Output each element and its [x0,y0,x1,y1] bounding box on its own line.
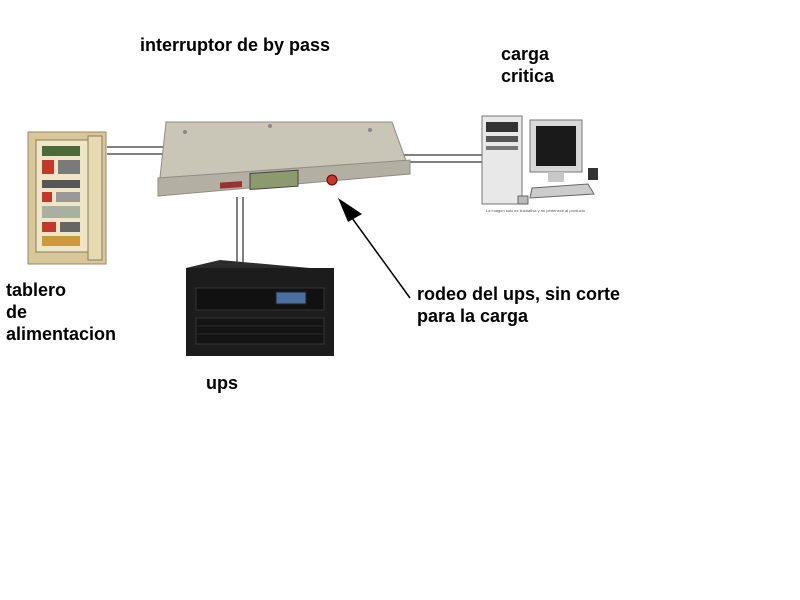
power-panel-line-2: de [6,302,28,322]
connection-panel-to-switch [107,146,166,155]
critical-load-line-1: carga [501,44,550,64]
arrow-icon [338,198,411,299]
bypass-note-line-1: rodeo del ups, sin corte [417,284,621,304]
power-panel-line-3: alimentacion [6,324,117,344]
bypass-switch-label-text: interruptor de by pass [140,35,331,55]
power-panel-label: tablero de alimentacion [6,279,116,345]
bypass-note-line-2: para la carga [417,306,529,326]
bypass-switch-label: interruptor de by pass [140,34,330,56]
power-panel-line-1: tablero [6,280,67,300]
connection-switch-to-load [404,154,484,163]
electrical-panel-icon [27,131,107,265]
computer-icon [481,115,598,205]
bypass-note-label: rodeo del ups, sin corte para la carga [417,283,620,327]
connection-switch-to-ups [236,197,244,262]
ups-label-text: ups [206,373,239,393]
critical-load-line-2: critica [501,66,555,86]
pc-caption: La imagen solo es ilustrativa y no perte… [486,208,586,213]
bypass-switch-icon [157,121,411,197]
critical-load-label: carga critica [501,43,554,87]
ups-icon [186,260,334,356]
ups-label: ups [206,372,238,394]
